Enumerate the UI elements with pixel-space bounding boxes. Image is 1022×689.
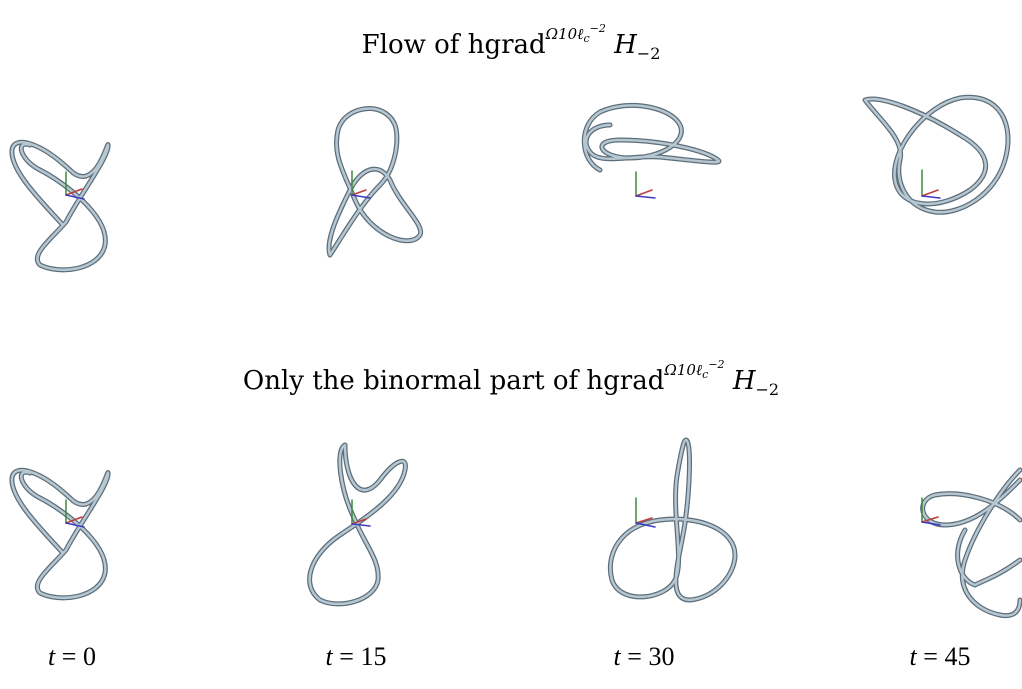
- y-axis-line: [65, 522, 85, 528]
- time-label-t15: t = 15: [286, 642, 426, 672]
- axes-row1-t30: [635, 171, 656, 199]
- superscript-exponent: 10ℓ: [558, 25, 584, 43]
- axes-row1-t0: [65, 171, 85, 200]
- time-variable: t: [325, 642, 333, 671]
- y-axis-line: [351, 523, 371, 527]
- knot-row2-t30: [607, 437, 738, 603]
- y-axis-line: [65, 194, 85, 200]
- time-value: = 0: [55, 642, 96, 671]
- superscript-power: −2: [708, 358, 725, 371]
- x-axis-line: [635, 517, 653, 524]
- x-axis-line: [921, 189, 939, 197]
- axes-row1-t15: [351, 170, 371, 199]
- y-axis-line: [351, 194, 371, 199]
- time-variable: t: [613, 642, 621, 671]
- h-symbol: H: [732, 366, 756, 396]
- superscript-subscript: c: [702, 368, 709, 381]
- time-label-t45: t = 45: [870, 642, 1010, 672]
- x-axis-line: [635, 189, 653, 197]
- top-title-text: Flow of hgrad: [361, 30, 546, 60]
- axes-row1-t45: [921, 169, 941, 199]
- time-value: = 45: [916, 642, 971, 671]
- y-axis-line: [635, 195, 656, 199]
- h-subscript: −2: [755, 380, 780, 399]
- y-axis-line: [635, 522, 656, 528]
- knot-row1-t0: [9, 139, 111, 273]
- knot-row1-t30: [581, 102, 722, 173]
- bottom-title-text: Only the binormal part of hgrad: [242, 366, 665, 396]
- superscript-exponent: 10ℓ: [676, 361, 703, 379]
- time-label-t30: t = 30: [574, 642, 714, 672]
- omega-symbol: Ω: [545, 25, 559, 43]
- knot-row2-t0: [9, 467, 111, 601]
- knot-row2-t45: [920, 467, 1022, 619]
- time-value: = 30: [620, 642, 675, 671]
- h-symbol: H: [614, 30, 637, 60]
- y-axis-line: [921, 521, 941, 526]
- top-title: Flow of hgradΩ10ℓc−2 H−2: [0, 22, 1022, 63]
- x-axis-line: [921, 516, 939, 523]
- omega-symbol: Ω: [664, 361, 677, 379]
- axes-row2-t45: [921, 497, 941, 526]
- knot-row1-t15: [326, 106, 424, 258]
- axes-row2-t0: [65, 499, 85, 528]
- time-variable: t: [48, 642, 56, 671]
- x-axis-line: [351, 518, 367, 525]
- x-axis-line: [351, 189, 367, 196]
- axes-row2-t30: [635, 497, 656, 528]
- knot-row1-t45: [862, 94, 1011, 215]
- bottom-title: Only the binormal part of hgradΩ10ℓc−2 H…: [0, 358, 1022, 399]
- axes-row2-t15: [351, 499, 371, 527]
- y-axis-line: [921, 195, 941, 199]
- superscript-subscript: c: [583, 32, 590, 45]
- h-subscript: −2: [636, 44, 661, 63]
- time-variable: t: [909, 642, 917, 671]
- time-value: = 15: [332, 642, 387, 671]
- x-axis-line: [65, 188, 83, 196]
- superscript-power: −2: [589, 22, 606, 35]
- x-axis-line: [65, 516, 83, 524]
- time-label-t0: t = 0: [2, 642, 142, 672]
